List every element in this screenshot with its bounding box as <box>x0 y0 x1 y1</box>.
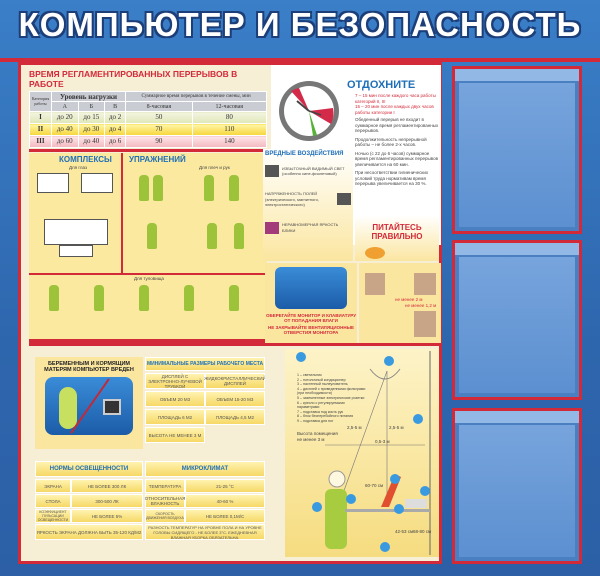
monitor-care-line2: НЕ ЗАКРЫВАЙТЕ ВЕНТИЛЯЦИОННЫЕ ОТВЕРСТИЯ М… <box>267 325 355 335</box>
lighting-cell: КОЭФФИЦИЕНТ ПУЛЬСАЦИИ ОСВЕЩЕННОСТИ <box>35 509 71 523</box>
placement-distance: не менее 1,2 м <box>405 303 437 308</box>
harm-section: ВРЕДНЫЕ ВОЗДЕЙСТВИЯ ИЗБЫТОЧНЫЙ ВИДИМЫЙ С… <box>263 149 353 261</box>
rest-heading: ОТДОХНИТЕ <box>347 79 416 91</box>
harm-item: НАПРЯЖЕННОСТЬ ПОЛЕЙ (электрического, маг… <box>265 191 319 207</box>
lighting-heading: НОРМЫ ОСВЕЩЕННОСТИ <box>35 461 143 477</box>
ergo-dim: 0,5-3 м <box>375 439 390 444</box>
harm-heading: ВРЕДНЫЕ ВОЗДЕЙСТВИЯ <box>265 151 344 157</box>
eat-heading: ПИТАЙТЕСЬ ПРАВИЛЬНО <box>371 223 423 241</box>
lighting-cell: ЭКРАНА <box>35 479 71 493</box>
clock-icon <box>279 81 339 141</box>
eat-section: ПИТАЙТЕСЬ ПРАВИЛЬНО <box>355 215 439 261</box>
lighting-cell: СТОЛА <box>35 494 71 508</box>
climate-cell: ТЕМПЕРАТУРА <box>145 479 185 493</box>
eyes-label: Для глаз <box>69 165 88 170</box>
ergo-dim: 2,5-5 м <box>347 425 362 430</box>
th-category: Категория работы <box>29 91 52 112</box>
ergo-height: Высота помещения не менее 3 м <box>297 431 338 442</box>
th-c: В <box>104 101 127 112</box>
min-size-cell: ПЛОЩАДЬ 6 М2 <box>145 409 205 425</box>
min-size-cell: ДИСПЛЕЙ С ЭЛЕКТРОННО-ЛУЧЕВОЙ ТРУБКОЙ <box>145 373 205 389</box>
rest-line: Обеденный перерыв не входит в суммарное … <box>355 117 439 133</box>
document-pocket-3[interactable] <box>452 408 582 564</box>
lighting-cell: 300-500 ЛК <box>71 494 143 508</box>
pregnant-section: БЕРЕМЕННЫМ И КОРМЯЩИМ МАТЕРЯМ КОМПЬЮТЕР … <box>35 357 143 449</box>
monitor-photo <box>275 267 347 309</box>
harm-item: ИЗБЫТОЧНЫЙ ВИДИМЫЙ СВЕТ (особенно сине-ф… <box>282 165 345 177</box>
lighting-section: НОРМЫ ОСВЕЩЕННОСТИ ЭКРАНА НЕ БОЛЕЕ 300 Л… <box>35 461 143 545</box>
divider <box>0 58 600 62</box>
th-a: А <box>51 101 79 112</box>
document-pocket-2[interactable] <box>452 240 582 400</box>
microclimate-section: МИКРОКЛИМАТ ТЕМПЕРАТУРА 21-25 °С ОТНОСИТ… <box>145 461 265 545</box>
ergo-dim: 2,5-5 м <box>389 425 404 430</box>
poster-title: КОМПЬЮТЕР И БЕЗОПАСНОСТЬ <box>18 6 582 43</box>
breaks-section: ВРЕМЯ РЕГЛАМЕНТИРОВАННЫХ ПЕРЕРЫВОВ В РАБ… <box>29 69 268 153</box>
document-pocket-1[interactable] <box>452 66 582 234</box>
lighting-note: ЯРКОСТЬ ЭКРАНА ДОЛЖНА БЫТЬ 35-120 КД/М2 <box>35 524 143 540</box>
climate-cell: ОТНОСИТЕЛЬНАЯ ВЛАЖНОСТЬ <box>145 494 186 508</box>
th-12h: 12-часовая <box>191 101 268 112</box>
exercises-section: КОМПЛЕКСЫ УПРАЖНЕНИЙ Для глаз Для плеч и… <box>29 153 267 343</box>
min-size-section: МИНИМАЛЬНЫЕ РАЗМЕРЫ РАБОЧЕГО МЕСТА ДИСПЛ… <box>145 357 265 457</box>
pregnant-heading: БЕРЕМЕННЫМ И КОРМЯЩИМ МАТЕРЯМ КОМПЬЮТЕР … <box>44 361 134 373</box>
th-total: Суммарное время перерывов в течение смен… <box>125 91 267 102</box>
climate-note: РАЗНОСТЬ ТЕМПЕРАТУР НА УРОВНЕ ПОЛА И НА … <box>145 524 265 540</box>
microclimate-heading: МИКРОКЛИМАТ <box>145 461 265 477</box>
min-size-cell: ОБЪЕМ 15-20 М3 <box>205 391 265 407</box>
climate-cell: СКОРОСТЬ ДВИЖЕНИЯ ВОЗДУХА <box>145 509 185 523</box>
exercises-heading-1: КОМПЛЕКСЫ <box>59 155 112 164</box>
placement-diagram: не менее 2 м не менее 1,2 м <box>359 263 441 343</box>
rest-line: 15 – 20 мин после каждых двух часов рабо… <box>355 104 434 115</box>
min-size-cell: ПЛОЩАДЬ 4,5 М2 <box>205 409 265 425</box>
min-size-cell: ЖИДКОКРИСТАЛЛИЧЕСКИЙ ДИСПЛЕЙ <box>204 373 265 389</box>
lighting-cell: НЕ БОЛЕЕ 300 ЛК <box>71 479 143 493</box>
min-size-cell: ОБЪЕМ 20 М3 <box>145 391 205 407</box>
rest-text: 7 – 15 мин после каждого часа работы кат… <box>355 93 441 187</box>
torso-label: Для туловища <box>134 276 164 281</box>
pregnant-warning-image <box>45 377 133 435</box>
min-size-cell: ВЫСОТА НЕ МЕНЕЕ 3 М <box>145 427 205 443</box>
rest-line: 7 – 15 мин после каждого часа работы кат… <box>355 93 436 104</box>
monitor-care-line1: ОБЕРЕГАЙТЕ МОНИТОР И КЛАВИАТУРУ ОТ ПОПАД… <box>265 313 357 323</box>
monitor-care-section: ОБЕРЕГАЙТЕ МОНИТОР И КЛАВИАТУРУ ОТ ПОПАД… <box>265 263 357 343</box>
climate-cell: НЕ БОЛЕЕ 0,1М/С <box>185 509 265 523</box>
th-b: Б <box>77 101 106 112</box>
th-load: Уровень нагрузки <box>50 91 127 102</box>
rest-line: Продолжительность непрерывной работы – н… <box>355 136 427 148</box>
arms-label: Для плеч и рук <box>199 165 230 170</box>
breaks-heading: ВРЕМЯ РЕГЛАМЕНТИРОВАННЫХ ПЕРЕРЫВОВ В РАБ… <box>29 69 238 89</box>
min-size-heading: МИНИМАЛЬНЫЕ РАЗМЕРЫ РАБОЧЕГО МЕСТА <box>145 357 265 371</box>
poster-panel: ВРЕМЯ РЕГЛАМЕНТИРОВАННЫХ ПЕРЕРЫВОВ В РАБ… <box>18 62 442 564</box>
ergo-dim: 42-53 см <box>395 529 414 534</box>
monitor-icon <box>265 165 279 177</box>
rest-line: При несоответствии гигиенических условий… <box>355 170 429 186</box>
harm-item: НЕРАВНОМЕРНАЯ ЯРКОСТЬ БЛИКИ <box>282 222 339 233</box>
th-8h: 8-часовая <box>125 101 193 112</box>
lighting-cell: НЕ БОЛЕЕ 5% <box>71 509 143 523</box>
climate-cell: 21-25 °С <box>185 479 265 493</box>
rest-line: Ночью (с 22 до 6 часов) суммарное время … <box>355 150 438 167</box>
exercises-heading-2: УПРАЖНЕНИЙ <box>129 155 186 164</box>
food-icon <box>365 247 385 259</box>
monitor-icon <box>265 221 279 234</box>
workplace-drawing <box>296 351 431 555</box>
monitor-icon <box>337 193 351 206</box>
ergo-dim: 68-80 см <box>413 529 432 534</box>
ergo-dim: 60-70 см <box>365 483 384 488</box>
placement-distance: не менее 2 м <box>395 297 423 302</box>
climate-cell: 40-60 % <box>185 494 265 508</box>
